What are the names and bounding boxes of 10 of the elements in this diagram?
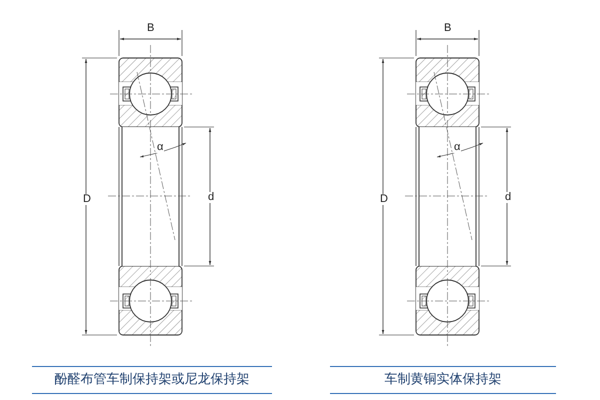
caption: 车制黄铜实体保持架 — [384, 371, 502, 390]
angle-label: α — [453, 142, 462, 153]
caption: 酚醛布管车制保持架或尼龙保持架 — [54, 371, 250, 390]
dimension-label: d — [207, 192, 216, 203]
angle-label: α — [156, 142, 164, 153]
dimension-label: d — [504, 192, 512, 203]
dimension-label: D — [379, 194, 389, 205]
dimension-label: B — [146, 23, 156, 34]
dimension-label: B — [443, 23, 452, 34]
dimension-label: D — [82, 194, 92, 205]
